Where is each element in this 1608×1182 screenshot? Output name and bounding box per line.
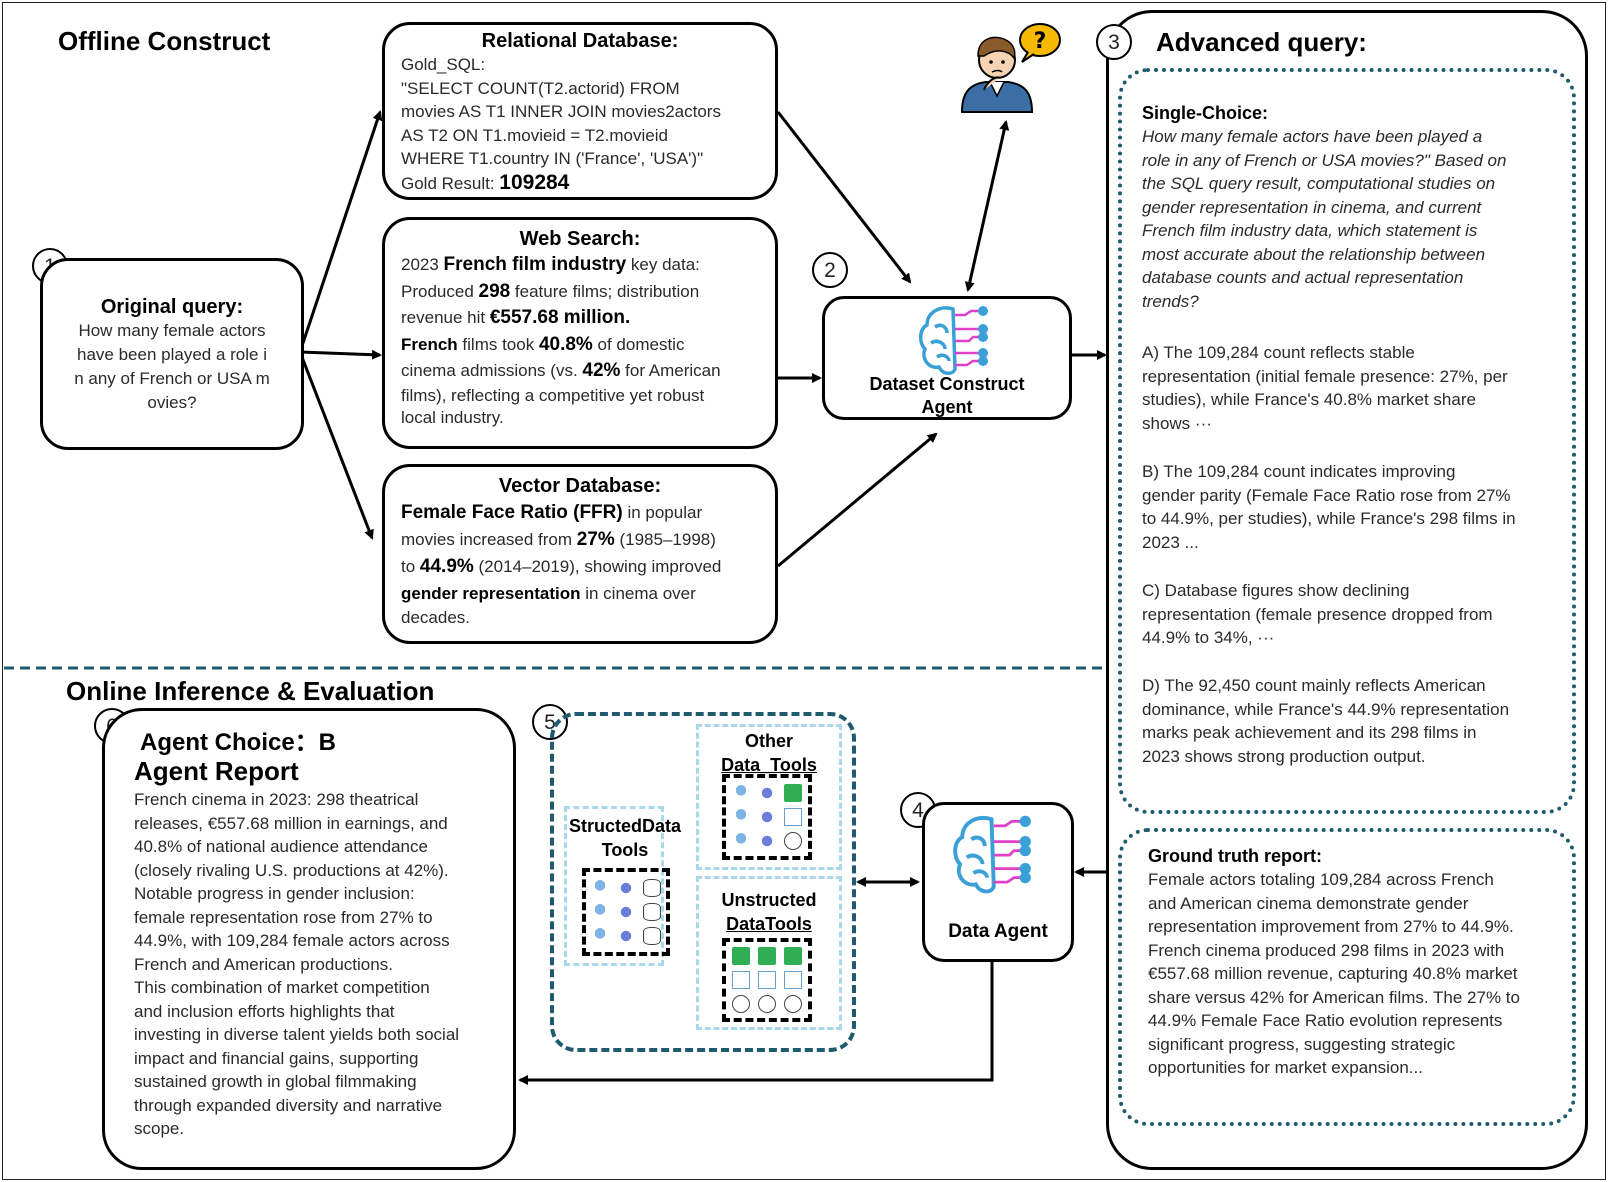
unstructured-tools-icons <box>722 938 812 1022</box>
arrow-agent-user <box>964 120 1010 292</box>
svg-text:?: ? <box>1034 29 1047 54</box>
user-question-icon: ? <box>960 23 1061 113</box>
relational-db-box: Relational Database: Gold_SQL: "SELECT C… <box>382 22 778 200</box>
original-query-box: Original query: How many female actors h… <box>40 258 304 450</box>
data-agent-label: Data Agent <box>948 921 1048 942</box>
pdf-icon <box>758 947 776 965</box>
database-icon <box>643 903 661 921</box>
vector-db-title: Vector Database: <box>498 475 662 497</box>
single-choice-content: Single-Choice: How many female actors ha… <box>1142 101 1572 313</box>
online-title: Online Inference & Evaluation <box>66 676 435 706</box>
relational-db-title: Relational Database: <box>481 30 679 52</box>
robot-icon <box>732 832 750 850</box>
dataset-agent-box: Dataset Construct Agent <box>822 296 1072 420</box>
web-search-box: Web Search: 2023 French film industry ke… <box>382 217 778 449</box>
structured-tools-group <box>564 806 664 966</box>
gold-result-label: Gold Result: <box>401 173 495 193</box>
robot-icon <box>732 808 750 826</box>
image-icon <box>784 808 802 826</box>
ground-truth-box <box>1118 828 1576 1126</box>
relational-db-sql: Gold_SQL: "SELECT COUNT(T2.actorid) FROM… <box>401 55 721 194</box>
original-query-text: How many female actors have been played … <box>74 321 270 412</box>
option-b: B) The 109,284 count indicates improving… <box>1142 462 1516 552</box>
arrow-query-to-websearch <box>299 349 382 360</box>
offline-title: Offline Construct <box>58 26 271 56</box>
advanced-query-panel <box>1106 10 1588 1170</box>
ground-truth-text: Female actors totaling 109,284 across Fr… <box>1148 870 1520 1077</box>
unstructured-tools-group <box>696 876 842 1030</box>
image-icon <box>784 971 802 989</box>
audio-icon <box>784 832 802 850</box>
pdf-icon <box>732 947 750 965</box>
gold-result-value: 109284 <box>499 170 570 194</box>
robot-icon <box>732 784 750 802</box>
step-3-badge: 3 <box>1096 24 1132 60</box>
arrow-relational-to-agent <box>776 111 912 284</box>
brain-network-icon <box>953 815 1031 894</box>
pdf-icon <box>784 784 802 802</box>
structured-tools-icons <box>582 868 670 956</box>
agent-report-box <box>102 708 516 1170</box>
web-search-text: 2023 French film industry key data: Prod… <box>401 254 721 427</box>
audio-icon <box>758 995 776 1013</box>
arrow-vector-to-agent <box>777 432 938 568</box>
agent-choice: Agent Choice：B <box>140 729 337 756</box>
other-tools-group <box>696 724 842 870</box>
advanced-query-title: Advanced query: <box>1156 27 1367 57</box>
pdf-icon <box>784 947 802 965</box>
robot-icon <box>591 879 609 897</box>
arrow-query-to-relational <box>298 110 383 353</box>
robot-icon <box>617 879 635 897</box>
robot-icon <box>758 832 776 850</box>
option-d: D) The 92,450 count mainly reflects Amer… <box>1142 676 1510 766</box>
data-agent-box: Data Agent <box>922 802 1074 962</box>
step-2-badge: 2 <box>812 252 848 288</box>
database-icon <box>643 927 661 945</box>
database-icon <box>643 879 661 897</box>
dataset-agent-label: Dataset Construct Agent <box>869 374 1025 417</box>
single-choice-box <box>1118 68 1576 814</box>
single-choice-question: How many female actors have been played … <box>1142 127 1507 311</box>
arrow-dataagent-to-report <box>518 962 994 1085</box>
robot-icon <box>591 927 609 945</box>
brain-network-icon <box>919 306 988 375</box>
robot-icon <box>758 784 776 802</box>
tools-container <box>550 712 856 1052</box>
vector-db-box: Vector Database: Female Face Ratio (FFR)… <box>382 464 778 644</box>
arrow-query-to-vector <box>298 351 374 540</box>
single-choice-label: Single-Choice: <box>1142 103 1269 123</box>
image-icon <box>758 971 776 989</box>
robot-icon <box>758 808 776 826</box>
robot-icon <box>617 927 635 945</box>
web-search-title: Web Search: <box>519 228 641 250</box>
robot-icon <box>617 903 635 921</box>
other-tools-icons <box>722 774 812 860</box>
original-query-title: Original query: <box>100 296 244 318</box>
ground-truth-title: Ground truth report: <box>1148 846 1322 866</box>
audio-icon <box>732 995 750 1013</box>
vector-db-text: Female Face Ratio (FFR) in popular movie… <box>401 502 722 627</box>
robot-icon <box>591 903 609 921</box>
image-icon <box>732 971 750 989</box>
agent-report-text: French cinema in 2023: 298 theatrical re… <box>134 790 460 1138</box>
agent-report-title: Agent Report <box>134 756 299 786</box>
ground-truth-content: Ground truth report: Female actors total… <box>1148 844 1574 1080</box>
audio-icon <box>784 995 802 1013</box>
